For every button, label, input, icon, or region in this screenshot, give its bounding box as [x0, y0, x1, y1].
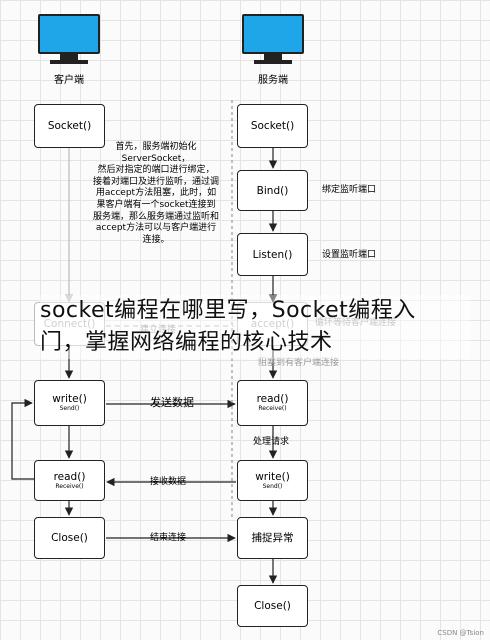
process-label: 处理请求 [253, 437, 290, 447]
send-data-label: 发送数据 [150, 396, 194, 409]
server-accept-node: accept() [237, 302, 308, 346]
server-listen-node: Listen() [237, 233, 308, 276]
server-computer-icon [242, 14, 304, 66]
receive-data-label: 接收数据 [150, 477, 187, 487]
server-close-node: Close() [237, 585, 308, 627]
server-catch-node: 捕捉异常 [237, 517, 308, 559]
client-socket-node: Socket() [34, 104, 105, 148]
overlay-title: socket编程在哪里写，Socket编程入 门，掌握网络编程的核心技术 [40, 295, 470, 359]
client-read-node: read() Receive() [34, 460, 105, 501]
block-description: 阻塞到有客户端连接 [258, 358, 340, 368]
server-socket-node: Socket() [237, 104, 308, 148]
client-connect-node: Connect() [34, 302, 105, 346]
client-close-node: Close() [34, 517, 105, 559]
watermark: CSDN @Tsion [437, 629, 484, 637]
server-label: 服务端 [258, 75, 288, 86]
establish-label: 建立连接 [140, 325, 177, 335]
client-label: 客户端 [54, 75, 84, 86]
explanation-note: 首先，服务端初始化 ServerSocket， 然后对指定的端口进行绑定， 接着… [92, 142, 219, 245]
overlay-title-line-1: socket编程在哪里写，Socket编程入 [40, 298, 416, 323]
arrow-client-loop [11, 398, 34, 480]
overlay-title-line-2: 门，掌握网络编程的核心技术 [40, 330, 333, 355]
server-write-node: write() Send() [237, 460, 308, 501]
server-bind-node: Bind() [237, 170, 308, 211]
bind-description: 绑定监听端口 [322, 185, 377, 195]
listen-description: 设置监听端口 [322, 250, 377, 260]
client-write-node: write() Send() [34, 380, 105, 426]
end-connection-label: 结束连接 [150, 533, 187, 543]
client-computer-icon [38, 14, 100, 66]
server-read-node: read() Receive() [237, 380, 308, 426]
accept-description: 循环等待客户端连接 [315, 318, 397, 328]
